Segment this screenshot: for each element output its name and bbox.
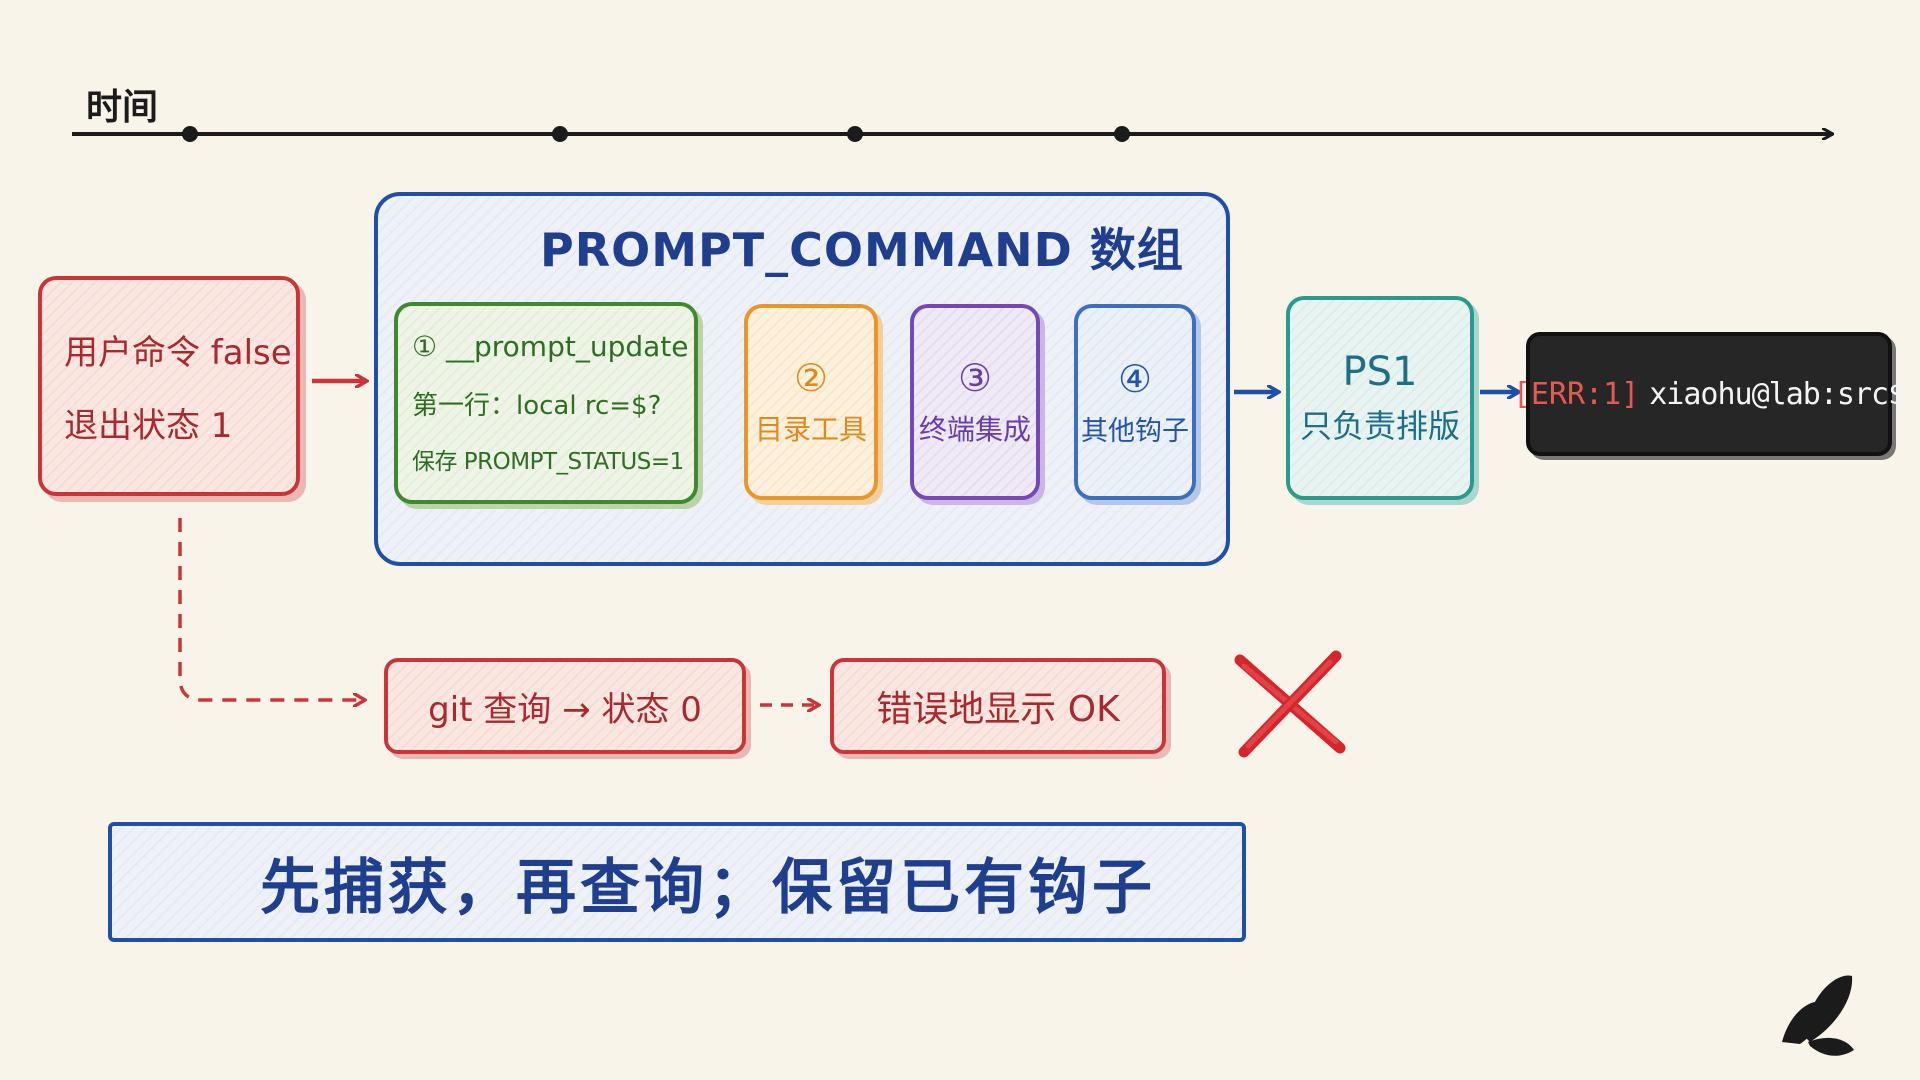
- hook1-line3: 保存 PROMPT_STATUS=1: [412, 449, 684, 475]
- butterfly-icon: [1782, 975, 1854, 1056]
- hook4-label: 其他钩子: [1081, 415, 1189, 447]
- hook2-number: ②: [793, 356, 829, 400]
- git-query-text: git 查询 → 状态 0: [428, 689, 702, 730]
- timeline-dot: [1114, 126, 1130, 142]
- terminal-prompt: [ERR:1] xiaohu@lab:src$: [1513, 332, 1906, 456]
- timeline-dot: [182, 126, 198, 142]
- hook2-dir-tool: ② 目录工具: [744, 304, 878, 500]
- hook3-number: ③: [957, 356, 993, 400]
- start-box-line2: 退出状态 1: [64, 406, 233, 446]
- timeline-dot: [552, 126, 568, 142]
- start-box-user-command: 用户命令 false 退出状态 1: [38, 276, 300, 496]
- hook2-label: 目录工具: [754, 413, 867, 446]
- x-mark-icon: [1234, 650, 1346, 758]
- ps1-title: PS1: [1342, 349, 1418, 395]
- wrong-ok-box: 错误地显示 OK: [830, 658, 1166, 754]
- timeline-label: 时间: [86, 87, 159, 128]
- terminal-prompt-text: xiaohu@lab:src$: [1649, 376, 1906, 412]
- start-box-line1: 用户命令 false: [64, 333, 292, 373]
- hook3-terminal-integration: ③ 终端集成: [910, 304, 1040, 500]
- hook4-other-hooks: ④ 其他钩子: [1074, 304, 1196, 500]
- timeline-dot: [847, 126, 863, 142]
- hook1-line1: ① __prompt_update: [412, 330, 689, 363]
- ps1-subtitle: 只负责排版: [1299, 407, 1460, 445]
- hook1-prompt-update: ① __prompt_update 第一行：local rc=$? 保存 PRO…: [394, 302, 698, 504]
- prompt-command-title: PROMPT_COMMAND 数组: [540, 223, 1184, 277]
- summary-text: 先捕获，再查询；保留已有钩子: [260, 852, 1156, 923]
- timeline-axis: [72, 126, 1832, 142]
- dashed-arrow-to-git-query: [178, 518, 364, 700]
- ps1-box: PS1 只负责排版: [1286, 296, 1474, 500]
- summary-banner: 先捕获，再查询；保留已有钩子: [108, 822, 1246, 942]
- hook3-label: 终端集成: [918, 413, 1031, 446]
- git-query-box: git 查询 → 状态 0: [384, 658, 746, 754]
- hook1-line2: 第一行：local rc=$?: [412, 391, 662, 421]
- terminal-err-badge: [ERR:1]: [1512, 376, 1640, 412]
- hook4-number: ④: [1117, 356, 1153, 401]
- wrong-ok-text: 错误地显示 OK: [876, 689, 1120, 730]
